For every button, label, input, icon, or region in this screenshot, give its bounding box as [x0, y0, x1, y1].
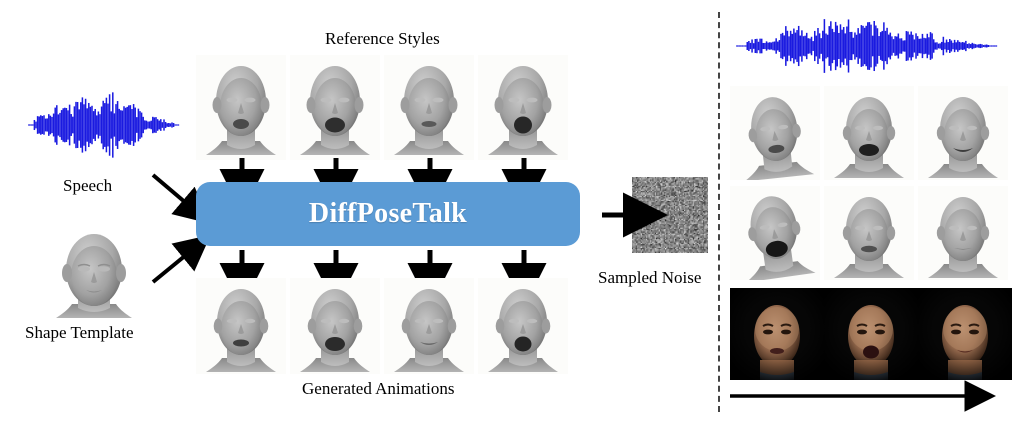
- result-mesh-2-2: [824, 186, 914, 280]
- shape-template-label: Shape Template: [25, 323, 134, 342]
- arrow-style-4-to-box: [501, 158, 547, 214]
- arrow-shape-to-box: [150, 234, 211, 288]
- reference-style-3: [384, 55, 474, 160]
- generated-animation-4: [478, 278, 568, 374]
- sampled-noise-label: Sampled Noise: [598, 268, 702, 287]
- generated-animations-caption: Generated Animations: [302, 379, 455, 398]
- arrow-box-to-output-4: [501, 250, 547, 308]
- speech-waveform: [28, 86, 180, 164]
- arrow-style-2-to-box: [313, 158, 359, 214]
- timeline-arrow: [730, 380, 996, 412]
- sampled-noise-patch: [632, 177, 708, 253]
- arrow-style-1-to-box: [219, 158, 265, 214]
- rendered-face-1: [730, 288, 824, 380]
- result-mesh-1-2: [824, 86, 914, 180]
- arrow-noise-to-box: [588, 192, 668, 238]
- result-mesh-2-3: [918, 186, 1008, 280]
- reference-style-1: [196, 55, 286, 160]
- arrow-box-to-output-1: [219, 250, 265, 308]
- arrow-box-to-output-2: [313, 250, 359, 308]
- speech-label: Speech: [63, 176, 113, 195]
- panel-divider: [718, 12, 720, 412]
- rendered-face-2: [824, 288, 918, 380]
- model-name-label: DiffPoseTalk: [308, 198, 468, 229]
- arrow-box-to-output-3: [407, 250, 453, 308]
- generated-animation-3: [384, 278, 474, 374]
- rendered-face-3: [918, 288, 1012, 380]
- arrow-style-3-to-box: [407, 158, 453, 214]
- result-mesh-1-1: [730, 86, 820, 180]
- reference-style-2: [290, 55, 380, 160]
- generated-animation-1: [196, 278, 286, 374]
- result-waveform: [736, 18, 998, 74]
- arrow-speech-to-box: [150, 172, 211, 224]
- generated-animation-2: [290, 278, 380, 374]
- result-mesh-2-1: [730, 186, 820, 280]
- reference-styles-caption: Reference Styles: [325, 29, 440, 48]
- result-mesh-1-3: [918, 86, 1008, 180]
- shape-template-mesh: [42, 226, 146, 322]
- pipeline-model-box[interactable]: DiffPoseTalk: [196, 182, 580, 246]
- reference-style-4: [478, 55, 568, 160]
